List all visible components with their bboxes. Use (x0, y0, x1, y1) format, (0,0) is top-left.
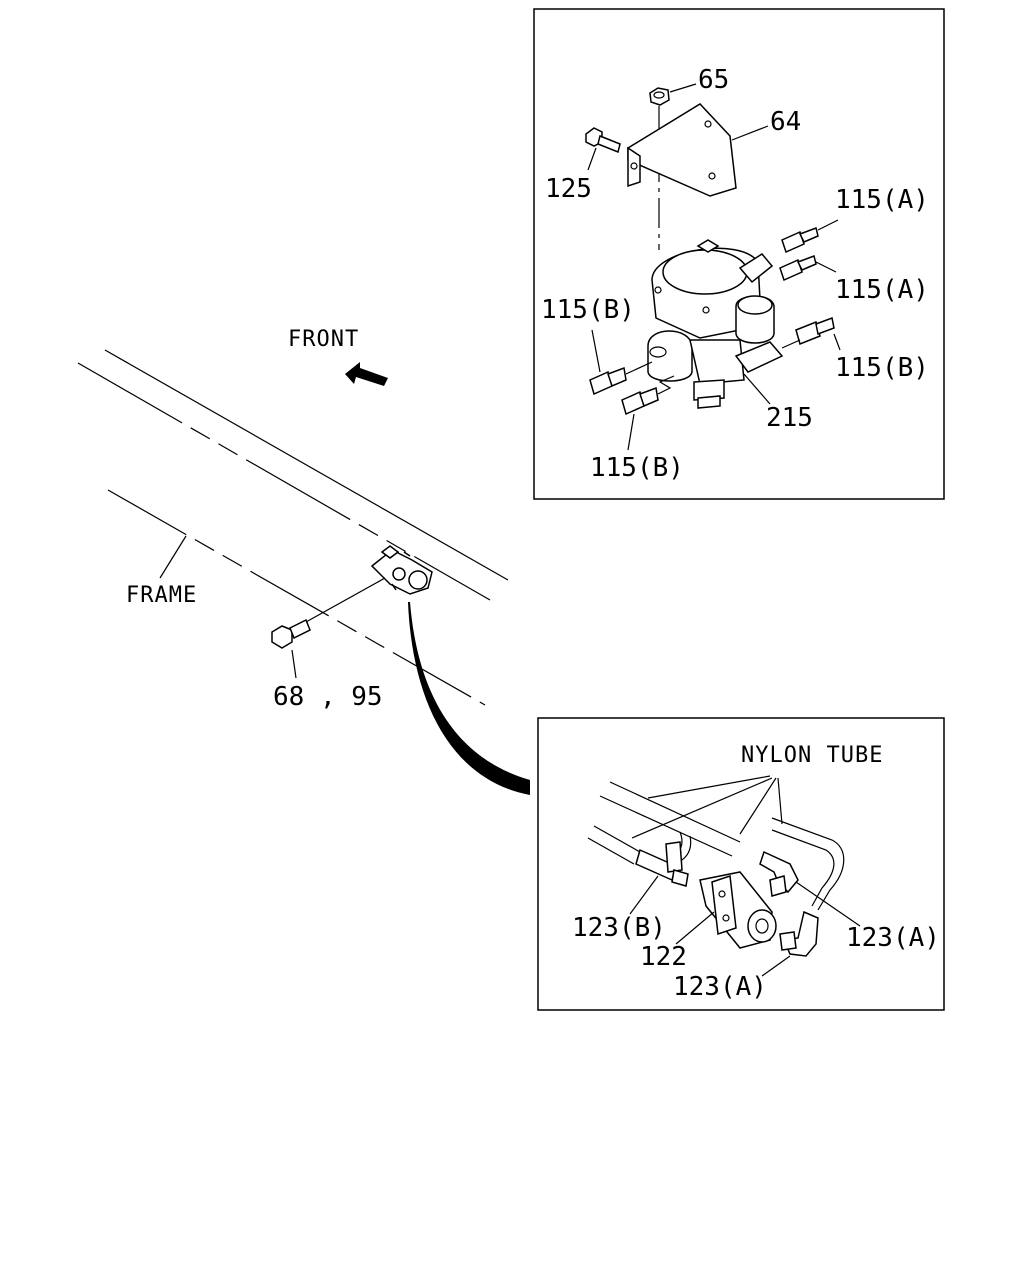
leader-123b (629, 875, 659, 915)
front-label: FRONT (288, 327, 359, 352)
nylon-tube-label: NYLON TUBE (741, 743, 883, 768)
leader-123a-right (795, 881, 861, 927)
fitting-115b-bottom (621, 386, 659, 416)
fitting-115a-mid (779, 255, 817, 282)
bolt-leader (291, 649, 297, 679)
fitting-115b-left (589, 366, 627, 396)
frame-leader (159, 535, 187, 579)
label-125: 125 (545, 174, 592, 204)
leader-65 (669, 83, 697, 93)
leader-115b-bottom (627, 413, 635, 451)
leader-125 (587, 147, 597, 171)
bolt-label: 68 , 95 (273, 682, 383, 712)
label-115b-right: 115(B) (835, 353, 929, 383)
connector-122 (699, 871, 777, 949)
conn-115b-right (781, 339, 801, 349)
fitting-123a-lower (779, 910, 819, 957)
fitting-123a-upper (759, 850, 799, 897)
label-123a-bottom: 123(A) (673, 972, 767, 1002)
leader-123a-bottom (761, 955, 791, 977)
label-123b: 123(B) (572, 913, 666, 943)
detail-box-tubes (537, 717, 945, 1011)
frame-valve-assembly (370, 545, 433, 595)
nut-65 (649, 87, 670, 106)
label-115b-bottom: 115(B) (590, 453, 684, 483)
leader-122 (675, 911, 715, 945)
leader-115b-right (833, 333, 841, 351)
label-65: 65 (698, 65, 729, 95)
leader-215 (743, 373, 771, 405)
bolt-68-95 (271, 577, 386, 649)
bracket-64 (627, 103, 737, 197)
leader-115a-top (817, 219, 839, 231)
label-115a-top: 115(A) (835, 185, 929, 215)
leader-115a-mid (815, 261, 837, 273)
detail-pointer (408, 602, 530, 795)
fitting-123b-tee (635, 841, 689, 887)
leader-64 (731, 125, 769, 141)
label-215: 215 (766, 403, 813, 433)
leader-115b-left (591, 329, 601, 373)
fitting-115a-top (781, 227, 819, 254)
label-115b-left: 115(B) (541, 295, 635, 325)
conn-115b-left (625, 361, 653, 375)
frame-label: FRAME (126, 583, 197, 608)
label-115a-mid: 115(A) (835, 275, 929, 305)
front-arrow-icon (345, 362, 388, 386)
nylon-tube-leaders (631, 775, 783, 839)
valve-body-215 (647, 239, 784, 409)
conn-115b-bottom (657, 375, 675, 395)
frame-rails (77, 349, 509, 706)
label-64: 64 (770, 107, 801, 137)
label-122: 122 (640, 942, 687, 972)
fitting-115b-right (795, 316, 835, 346)
detail-box-valve (533, 8, 945, 500)
bolt-125 (585, 127, 621, 154)
label-123a-right: 123(A) (846, 923, 940, 953)
